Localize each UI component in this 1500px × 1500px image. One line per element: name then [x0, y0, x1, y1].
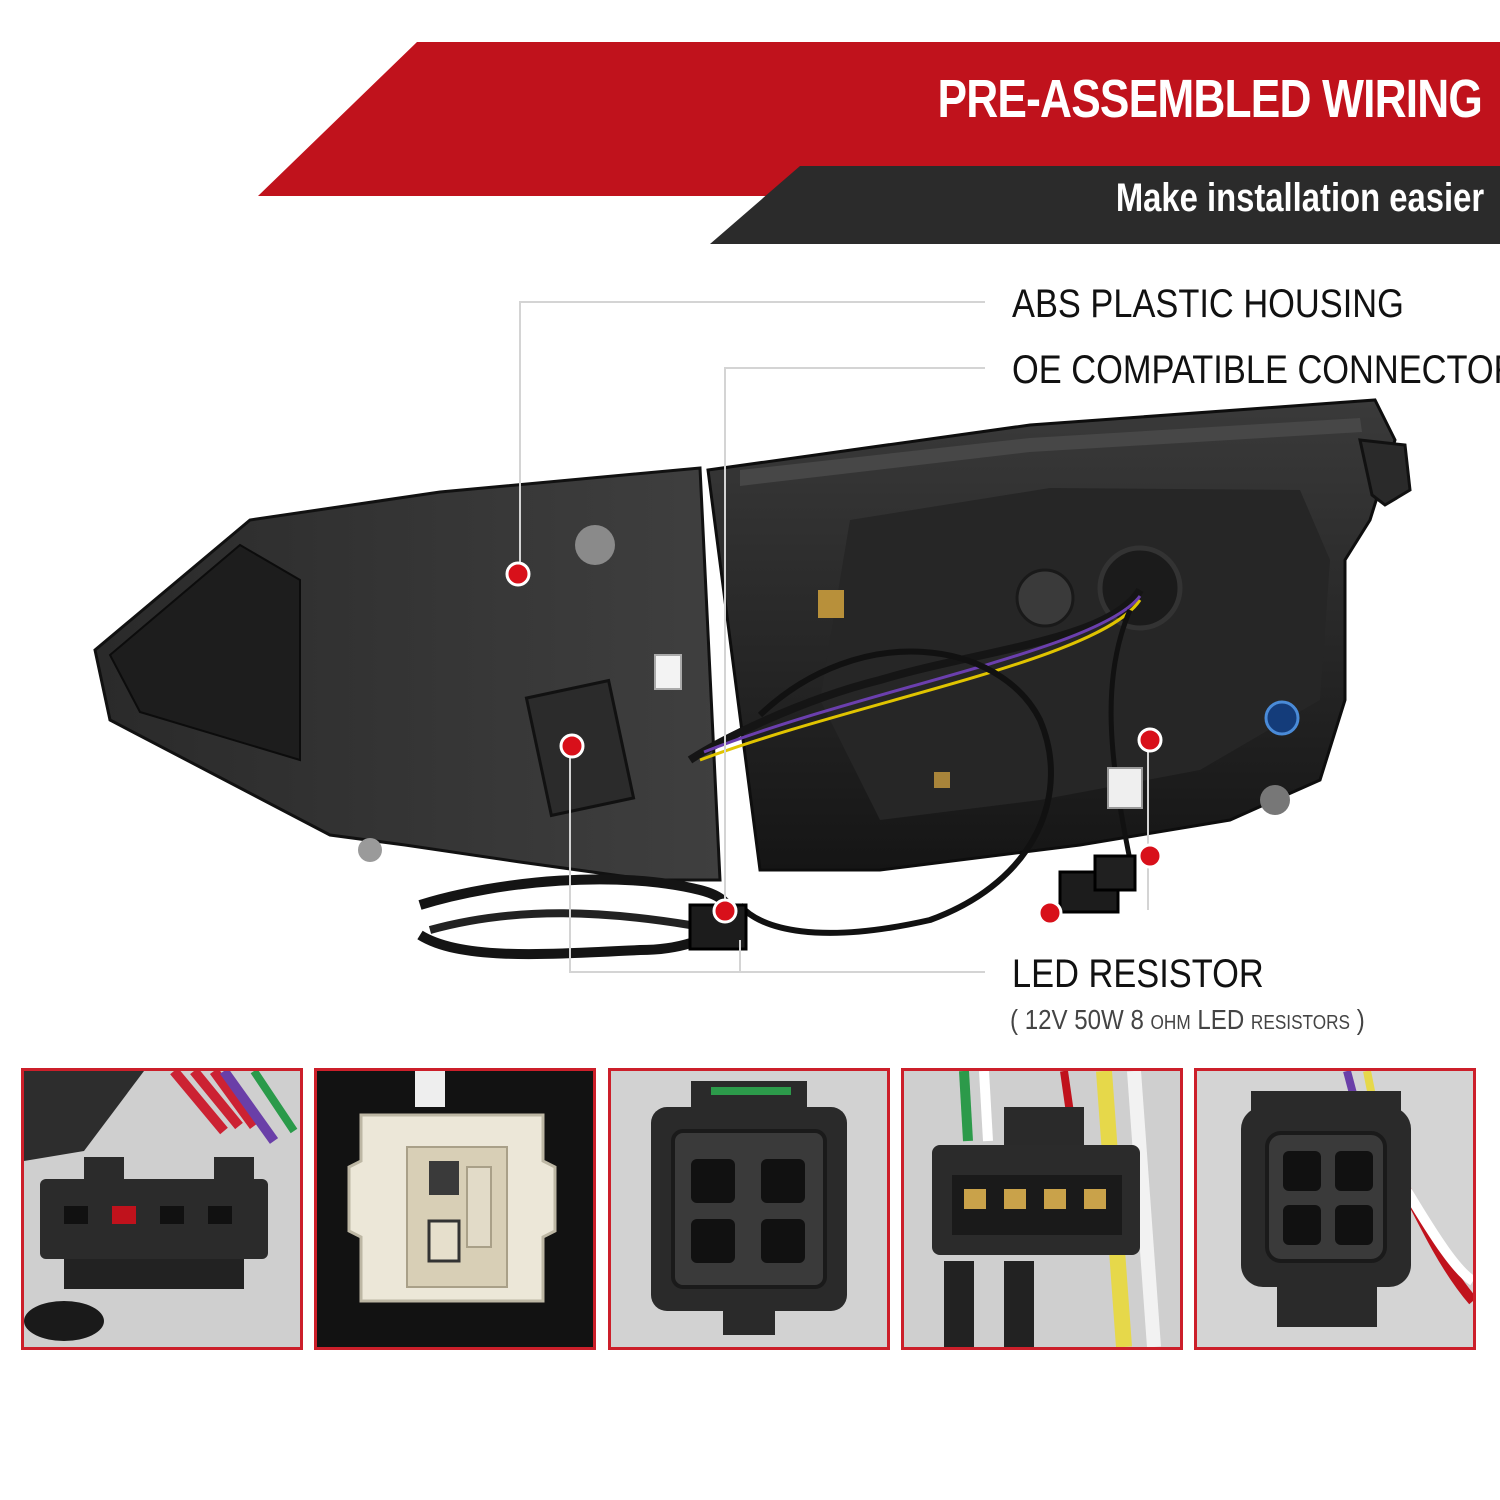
marker-connector-left [712, 898, 738, 924]
marker-white-connector [1137, 727, 1163, 753]
wire-bundle [687, 587, 1144, 764]
marker-resistor-left [559, 733, 585, 759]
spec-word: RESISTORS [1250, 1012, 1351, 1034]
housing-left-lens [108, 543, 301, 762]
spec-led: LED [1197, 1004, 1245, 1035]
callout-resistor-title: LED RESISTOR [1012, 952, 1264, 996]
callout-resistor-spec: ( 12V 50W 8 OHM LED RESISTORS ) [1010, 1004, 1365, 1036]
callout-housing: ABS PLASTIC HOUSING [1012, 282, 1404, 326]
spec-open-paren: ( [1010, 1004, 1019, 1035]
banner-red-band [258, 42, 1500, 196]
black-connector-3 [1093, 854, 1137, 892]
thumbnail-5 [1194, 1068, 1476, 1350]
connector-square-3pin-icon [1197, 1071, 1473, 1347]
white-plug [654, 654, 682, 690]
thumbnail-1 [21, 1068, 303, 1350]
yellow-terminal [818, 590, 844, 618]
marker-connector-right [1137, 843, 1163, 869]
mount-tab [1358, 438, 1412, 507]
wire-loop-right [737, 648, 1054, 936]
banner-title: PRE-ASSEMBLED WIRING [937, 69, 1482, 129]
small-terminal [934, 772, 950, 788]
thumbnail-2 [314, 1068, 596, 1350]
spec-resistance: 8 [1130, 1004, 1144, 1035]
inner-panel [820, 488, 1330, 820]
spec-unit: OHM [1150, 1012, 1191, 1034]
markers [505, 561, 1163, 926]
connector-flat-4pin-icon [24, 1071, 300, 1347]
marker-housing [505, 561, 531, 587]
connector-white-icon [317, 1071, 593, 1347]
leader-lines [519, 301, 1149, 973]
lower-knob [1260, 785, 1290, 815]
tail-light-image [93, 301, 1412, 973]
header-banner [258, 42, 1500, 244]
socket-round [1015, 568, 1075, 628]
wire-yellow [699, 599, 1142, 762]
black-connector-1 [1058, 870, 1120, 914]
connector-rect-4pin-icon [904, 1071, 1180, 1347]
spec-close-paren: ) [1356, 1004, 1365, 1035]
thumbnail-4 [901, 1068, 1183, 1350]
blue-connector [1264, 700, 1300, 736]
banner-subtitle: Make installation easier [1115, 176, 1484, 220]
wire-harness-left-2 [428, 909, 691, 934]
white-connector [1107, 767, 1143, 809]
left-screw [358, 838, 382, 862]
top-ridge [740, 418, 1362, 486]
callout-connectors: OE COMPATIBLE CONNECTORS [1012, 348, 1500, 392]
marker-connector-mid [1037, 900, 1063, 926]
thumbnail-3 [608, 1068, 890, 1350]
wire-down-right [1108, 609, 1133, 861]
connector-square-4pin-icon [611, 1071, 887, 1347]
spec-voltage: 12V [1024, 1004, 1068, 1035]
wire-purple [703, 595, 1142, 754]
left-knob [575, 525, 615, 565]
spec-wattage: 50W [1074, 1004, 1124, 1035]
banner-dark-band [710, 166, 1500, 244]
